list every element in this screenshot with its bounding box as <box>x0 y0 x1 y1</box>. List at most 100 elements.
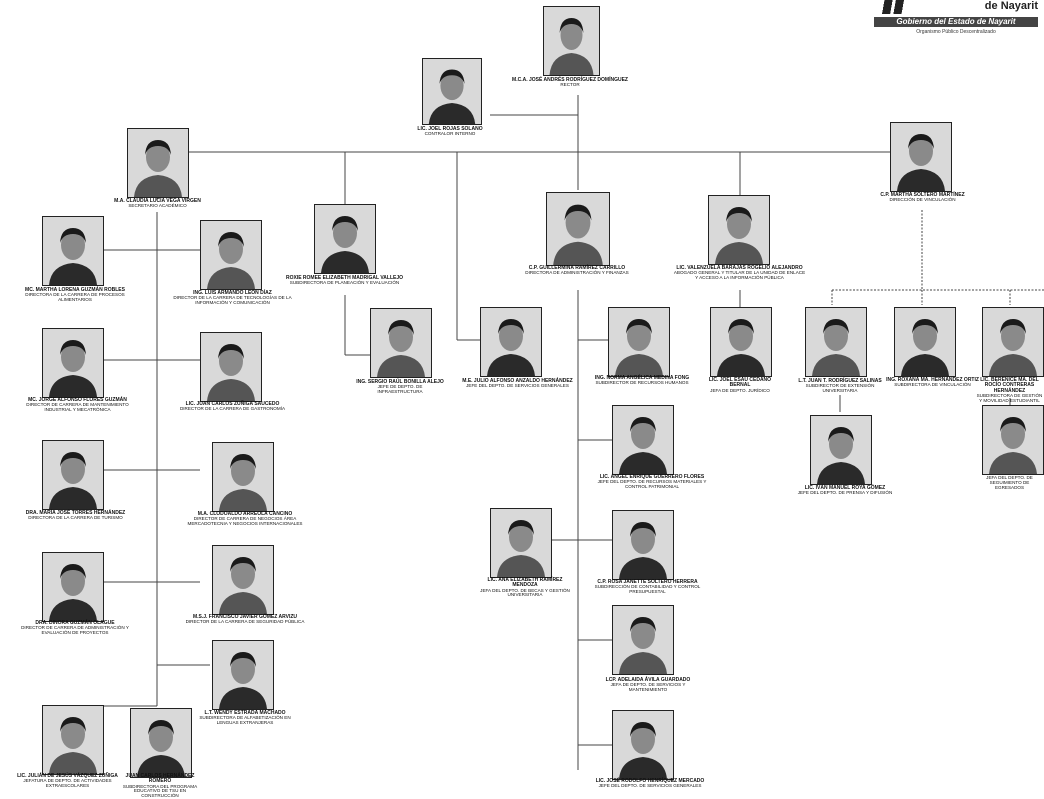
person-name: M.C.A. JOSÉ ANDRÉS RODRÍGUEZ DOMÍNGUEZ <box>512 77 628 83</box>
photo-luis <box>200 220 262 290</box>
person-name: C.P. MARTHA SOLTERO MARTÍNEZ <box>880 192 965 198</box>
photo-joel <box>710 307 772 377</box>
person-role: JEFE DEL DEPTO. DE RECURSOS MATERIALES Y… <box>597 479 707 490</box>
photo-juanrodriguez <box>805 307 867 377</box>
caption-abogado: LIC. VALENZUELA BARAJAS ROGELIO ALEJANDR… <box>672 265 807 281</box>
photo-angel <box>612 405 674 475</box>
person-role: JEFA DE DEPTO. JURÍDICO <box>710 387 770 393</box>
photo-martha <box>42 216 104 286</box>
person-name: LIC. JULIÁN DE JESÚS VÁZQUEZ ZUÑIGA <box>17 773 118 779</box>
person-role: DIRECCIÓN DE VINCULACIÓN <box>889 197 956 203</box>
person-role: SUBDIRECTORA DE VINCULACIÓN <box>894 382 971 388</box>
photo-jorge <box>42 328 104 398</box>
person-name: MC. MARTHA LORENA GUZMÁN ROBLES <box>25 287 125 293</box>
person-role: JEFE DE DEPTO. DE INFRAESTRUCTURA <box>377 384 423 395</box>
logo-line-2: Gobierno del Estado de Nayarit <box>874 17 1038 27</box>
photo-dir_vinc <box>890 122 952 192</box>
person-role: CONTRALOR INTERNO <box>424 131 476 137</box>
person-role: DIRECTOR DE CARRERA DE NEGOCIOS ÁREA MER… <box>187 516 303 527</box>
person-role: SUBDIRECTOR DE EXTENSIÓN UNIVERSITARIA <box>805 383 875 394</box>
caption-berenice: LIC. BERENICE MA. DEL ROCÍO CONTRERAS HE… <box>975 377 1044 403</box>
photo-juanromero <box>130 708 192 778</box>
person-name: M.A. CLODOALDO ARREOLA CANCINO <box>197 511 293 517</box>
person-role: DIRECTORA DE ADMINISTRACIÓN Y FINANZAS <box>525 270 629 276</box>
photo-francisco <box>212 545 274 615</box>
person-name: L.T. WENDY ESTRADA MACHADO <box>204 710 286 716</box>
person-role: ABOGADO GENERAL Y TITULAR DE LA UNIDAD D… <box>673 270 806 281</box>
logo-line-1: de Nayarit <box>984 0 1038 12</box>
person-name: LIC. IVÁN MANUEL ROYA GÓMEZ <box>804 485 886 491</box>
person-role: DIRECTORA DE LA CARRERA DE PROCESOS ALIM… <box>25 292 125 303</box>
person-name: LIC. ÁNGEL ENRIQUE GUERRERO FLORES <box>599 474 705 480</box>
person-name: LIC. JUAN CARLOS ZUÑIGA SAUCEDO <box>185 401 280 407</box>
photo-juanc <box>200 332 262 402</box>
person-name: ING. LUIS ARMANDO LEÓN DÍAZ <box>193 290 272 296</box>
person-role: JEFE DEL DEPTO. DE SERVICIOS GENERALES <box>598 783 702 789</box>
photo-abogado <box>708 195 770 265</box>
government-logo: de Nayarit Gobierno del Estado de Nayari… <box>872 0 1042 42</box>
photo-julio <box>480 307 542 377</box>
person-name: ING. SERGIO RAÚL BONILLA ALEJO <box>356 379 444 385</box>
person-role: RECTOR <box>560 82 580 88</box>
person-role: JEFA DEL DEPTO. DE SEGUIMIENTO DE EGRESA… <box>986 475 1033 490</box>
logo-line-3: Organismo Público Descentralizado <box>916 29 996 35</box>
photo-adelaida <box>612 605 674 675</box>
person-name: LCP. ADELAIDA ÁVILA GUARDADO <box>605 677 691 683</box>
person-role: SUBDIRECTORA DEL PROGRAMA EDUCATIVO DE T… <box>122 783 198 799</box>
person-role: JEFATURA DE DEPTO. DE ACTIVIDADES EXTRAE… <box>23 778 112 789</box>
photo-contralor <box>422 58 482 125</box>
person-role: DIRECTOR DE CARRERA DE ADMINISTRACIÓN Y … <box>21 625 129 636</box>
person-role: JEFA DEL DEPTO. DE BECAS Y GESTIÓN UNIVE… <box>480 587 570 598</box>
person-name: L.T. JUAN T. RODRÍGUEZ SALINAS <box>798 378 882 384</box>
person-name: DRA. DINORA GUZMÁN OLAGUE <box>35 620 115 626</box>
photo-rosa <box>612 510 674 580</box>
photo-clodoaldo <box>212 442 274 512</box>
person-name: M.S.J. FRANCISCO JAVIER GÓMEZ ARVIZU <box>192 614 298 620</box>
logo-mark-icon <box>878 0 908 14</box>
photo-rector <box>543 6 600 76</box>
person-role: SUBDIRECTORA DE GESTIÓN Y MOVILIDAD ESTU… <box>976 392 1043 403</box>
person-role: SUBDIRECTORA DE ALFABETIZACIÓN EN LENGUA… <box>199 715 291 726</box>
person-role: SUBDIRECCIÓN DE CONTABILIDAD Y CONTROL P… <box>594 584 701 595</box>
person-role: SUBDIRECTORA DE PLANEACIÓN Y EVALUACIÓN <box>289 280 400 286</box>
person-name: ING. NORMA ANGÉLICA MEDINA FONG <box>594 375 690 381</box>
photo-berenice <box>982 307 1044 377</box>
photo-dir_admin <box>546 192 610 266</box>
photo-planeacion <box>314 204 376 274</box>
person-role: DIRECTOR DE LA CARRERA DE TECNOLOGÍAS DE… <box>173 295 292 306</box>
photo-dinora <box>42 552 104 622</box>
person-name: ING. ROXANA MA. HERNÁNDEZ ORTIZ <box>886 377 979 383</box>
person-role: JEFA DE DEPTO. DE SERVICIOS Y MANTENIMIE… <box>610 682 686 693</box>
person-name: JUAN CARLOS HERNÁNDEZ ROMERO <box>125 773 195 785</box>
person-role: DIRECTOR DE LA CARRERA DE GASTRONOMÍA <box>179 406 286 412</box>
person-name: LIC. JOEL ROJAS SOLANO <box>417 126 483 132</box>
photo-ana <box>490 508 552 578</box>
person-name: LIC. VALENZUELA BARAJAS ROGELIO ALEJANDR… <box>676 265 803 271</box>
photo-wendy <box>212 640 274 710</box>
person-name: ROXIE ROMEE ELIZABETH MADRIGAL VALLEJO <box>285 275 404 281</box>
person-role: DIRECTORA DE LA CARRERA DE TURISMO <box>28 515 123 521</box>
person-role: SECRETARIO ACADÉMICO <box>128 203 187 209</box>
person-name: LIC. JOEL ESAU CEDANO BERNAL <box>708 377 772 389</box>
